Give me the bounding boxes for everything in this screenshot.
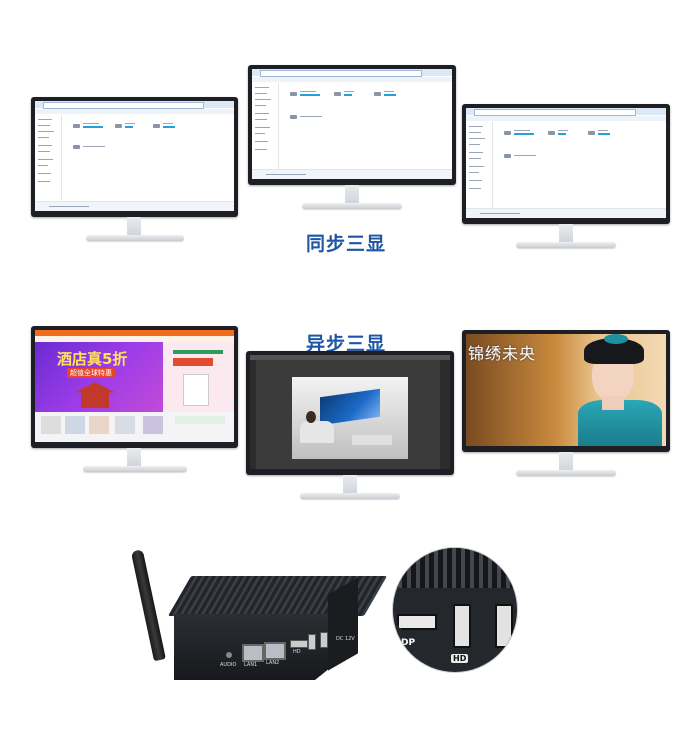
antenna-icon <box>130 549 166 662</box>
usb-port-icon <box>308 634 316 650</box>
monitor-center-sync <box>248 65 456 211</box>
hd-port-icon <box>290 640 308 648</box>
file-explorer-screen <box>35 101 234 211</box>
monitor-left-async: 酒店真5折 超值全球特惠 <box>31 326 238 474</box>
costume-drama-screen: 锦绣未央 <box>466 334 666 446</box>
monitor-right-sync <box>462 104 670 250</box>
zoom-label-hd: HD <box>451 654 469 663</box>
monitor-right-async: 锦绣未央 <box>462 330 670 478</box>
zoom-label-dp: DP <box>401 638 416 648</box>
monitor-left-sync <box>31 97 238 243</box>
mini-pc: AUDIO LAN1 LAN2 HD DC 12V <box>130 548 388 688</box>
audio-jack-icon <box>226 652 232 658</box>
port-label-dc: DC 12V <box>336 636 355 642</box>
port-label-hd: HD <box>293 649 301 655</box>
file-explorer-screen <box>466 108 666 218</box>
caption-synchronous: 同步三显 <box>306 233 387 255</box>
dp-port-icon <box>397 614 437 630</box>
monitor-center-async <box>246 351 454 499</box>
port-label-lan2: LAN2 <box>266 660 280 666</box>
port-label-lan1: LAN1 <box>244 662 258 668</box>
hd-port-icon <box>453 604 471 648</box>
caption-asynchronous: 异步三显 <box>306 333 387 355</box>
banner-headline: 酒店真5折 <box>57 350 128 368</box>
travel-webpage-screen: 酒店真5折 超值全球特惠 <box>35 330 234 442</box>
port-closeup: DP HD <box>393 548 517 672</box>
lan2-port-icon <box>264 642 286 660</box>
file-explorer-screen <box>252 69 452 179</box>
photo-editor-screen <box>250 355 450 469</box>
lan1-port-icon <box>242 644 264 662</box>
banner-subline: 超值全球特惠 <box>67 368 115 378</box>
port-label-audio: AUDIO <box>220 662 237 668</box>
drama-title: 锦绣未央 <box>468 344 537 363</box>
usb-port-icon <box>320 632 328 648</box>
hd-port-icon <box>495 604 513 648</box>
